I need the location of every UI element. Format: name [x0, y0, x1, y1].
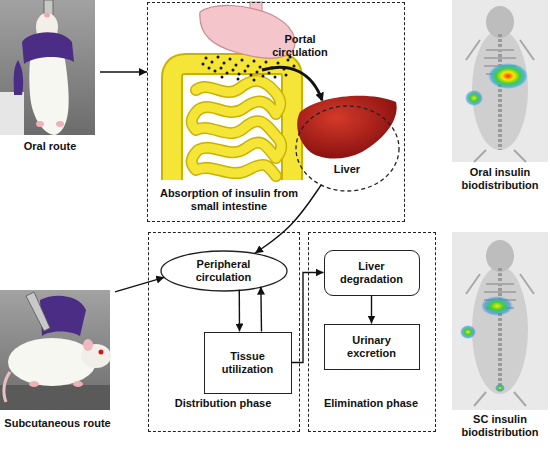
- heading-text: Distribution phase: [173, 397, 273, 410]
- box-text: Liver degradation: [332, 260, 412, 286]
- glove: [22, 32, 74, 64]
- rat-foot: [29, 381, 39, 387]
- rat-eye: [99, 350, 104, 355]
- rat-foot: [56, 121, 64, 127]
- figure-label: SC insulin biodistribution: [452, 413, 548, 439]
- portal-arrow: [262, 67, 322, 100]
- heading-text: Elimination phase: [321, 397, 421, 410]
- liver-ellipse: Liver: [295, 105, 400, 192]
- rat-foot: [36, 121, 44, 127]
- skull: [486, 240, 514, 272]
- process-box: Urinary excretion: [324, 324, 420, 370]
- shape-outline: [295, 105, 400, 192]
- phase-panel: Elimination phase Liver degradationUrinar…: [308, 232, 436, 432]
- pet-image-sc: [452, 232, 548, 410]
- ellipse-outline: [161, 251, 287, 291]
- bones: [466, 40, 534, 162]
- colon-outline: [172, 64, 292, 180]
- spine: [498, 268, 502, 392]
- box-text: Tissue utilization: [212, 350, 284, 376]
- lab-coat: [0, 92, 24, 135]
- absorption-panel: Absorption of insulin from small intesti…: [147, 2, 405, 222]
- route-photo: Oral route: [0, 0, 100, 160]
- hot-spot: [495, 384, 505, 392]
- rat-foot: [73, 381, 83, 387]
- spine: [498, 34, 502, 150]
- small-intestine-outline: [192, 81, 282, 176]
- box-text: Peripheral circulation: [182, 258, 266, 284]
- flow-arrow: [239, 290, 241, 332]
- bones: [466, 274, 534, 406]
- flow-arrow: [115, 277, 164, 292]
- pet-image-oral: [452, 0, 548, 162]
- box-text: Urinary excretion: [332, 334, 412, 360]
- process-box: Tissue utilization: [204, 332, 292, 394]
- photo-background: [0, 0, 95, 135]
- rat-body: [8, 338, 96, 386]
- sc-photo: [0, 290, 111, 410]
- flow-arrow: [260, 287, 262, 332]
- phase-panel: Distribution phase Peripheral circulation…: [148, 232, 300, 432]
- small-intestine: [192, 81, 282, 176]
- photo-background: [0, 290, 110, 410]
- skull: [486, 6, 514, 38]
- figure-label: Oral insulin biodistribution: [452, 166, 548, 192]
- flow-arrow: [100, 71, 147, 72]
- colon: [172, 64, 292, 180]
- rat-tail: [4, 372, 10, 402]
- route-photo: Subcutaneous route: [0, 280, 115, 435]
- body-silhouette: [472, 30, 528, 150]
- heading-text: Liver: [295, 163, 400, 176]
- hot-spot: [465, 90, 483, 106]
- process-ellipse: Peripheral circulation: [160, 250, 288, 292]
- rat-nose: [44, 13, 50, 18]
- figure-label: Portal circulation: [262, 33, 338, 59]
- gut-illustration: [172, 2, 397, 180]
- heading-text: Subcutaneous route: [0, 417, 115, 430]
- body-silhouette: [472, 266, 528, 394]
- rat-ear: [83, 339, 93, 351]
- hot-spot: [488, 63, 528, 89]
- hot-spot: [460, 325, 476, 339]
- oral-photo: [0, 0, 95, 135]
- table-top: [0, 385, 110, 410]
- hot-spot: [481, 296, 513, 316]
- pet-background: [452, 232, 548, 410]
- syringe: [26, 292, 50, 331]
- process-box: Liver degradation: [324, 250, 420, 296]
- pet-background: [452, 0, 548, 162]
- dashed-ellipse-outline: [296, 106, 399, 191]
- liver-illustration: [297, 96, 396, 159]
- glove: [14, 60, 24, 95]
- flow-arrow: [371, 296, 372, 324]
- heading-text: Oral route: [0, 140, 100, 153]
- heading-text: Absorption of insulin from small intesti…: [154, 187, 304, 213]
